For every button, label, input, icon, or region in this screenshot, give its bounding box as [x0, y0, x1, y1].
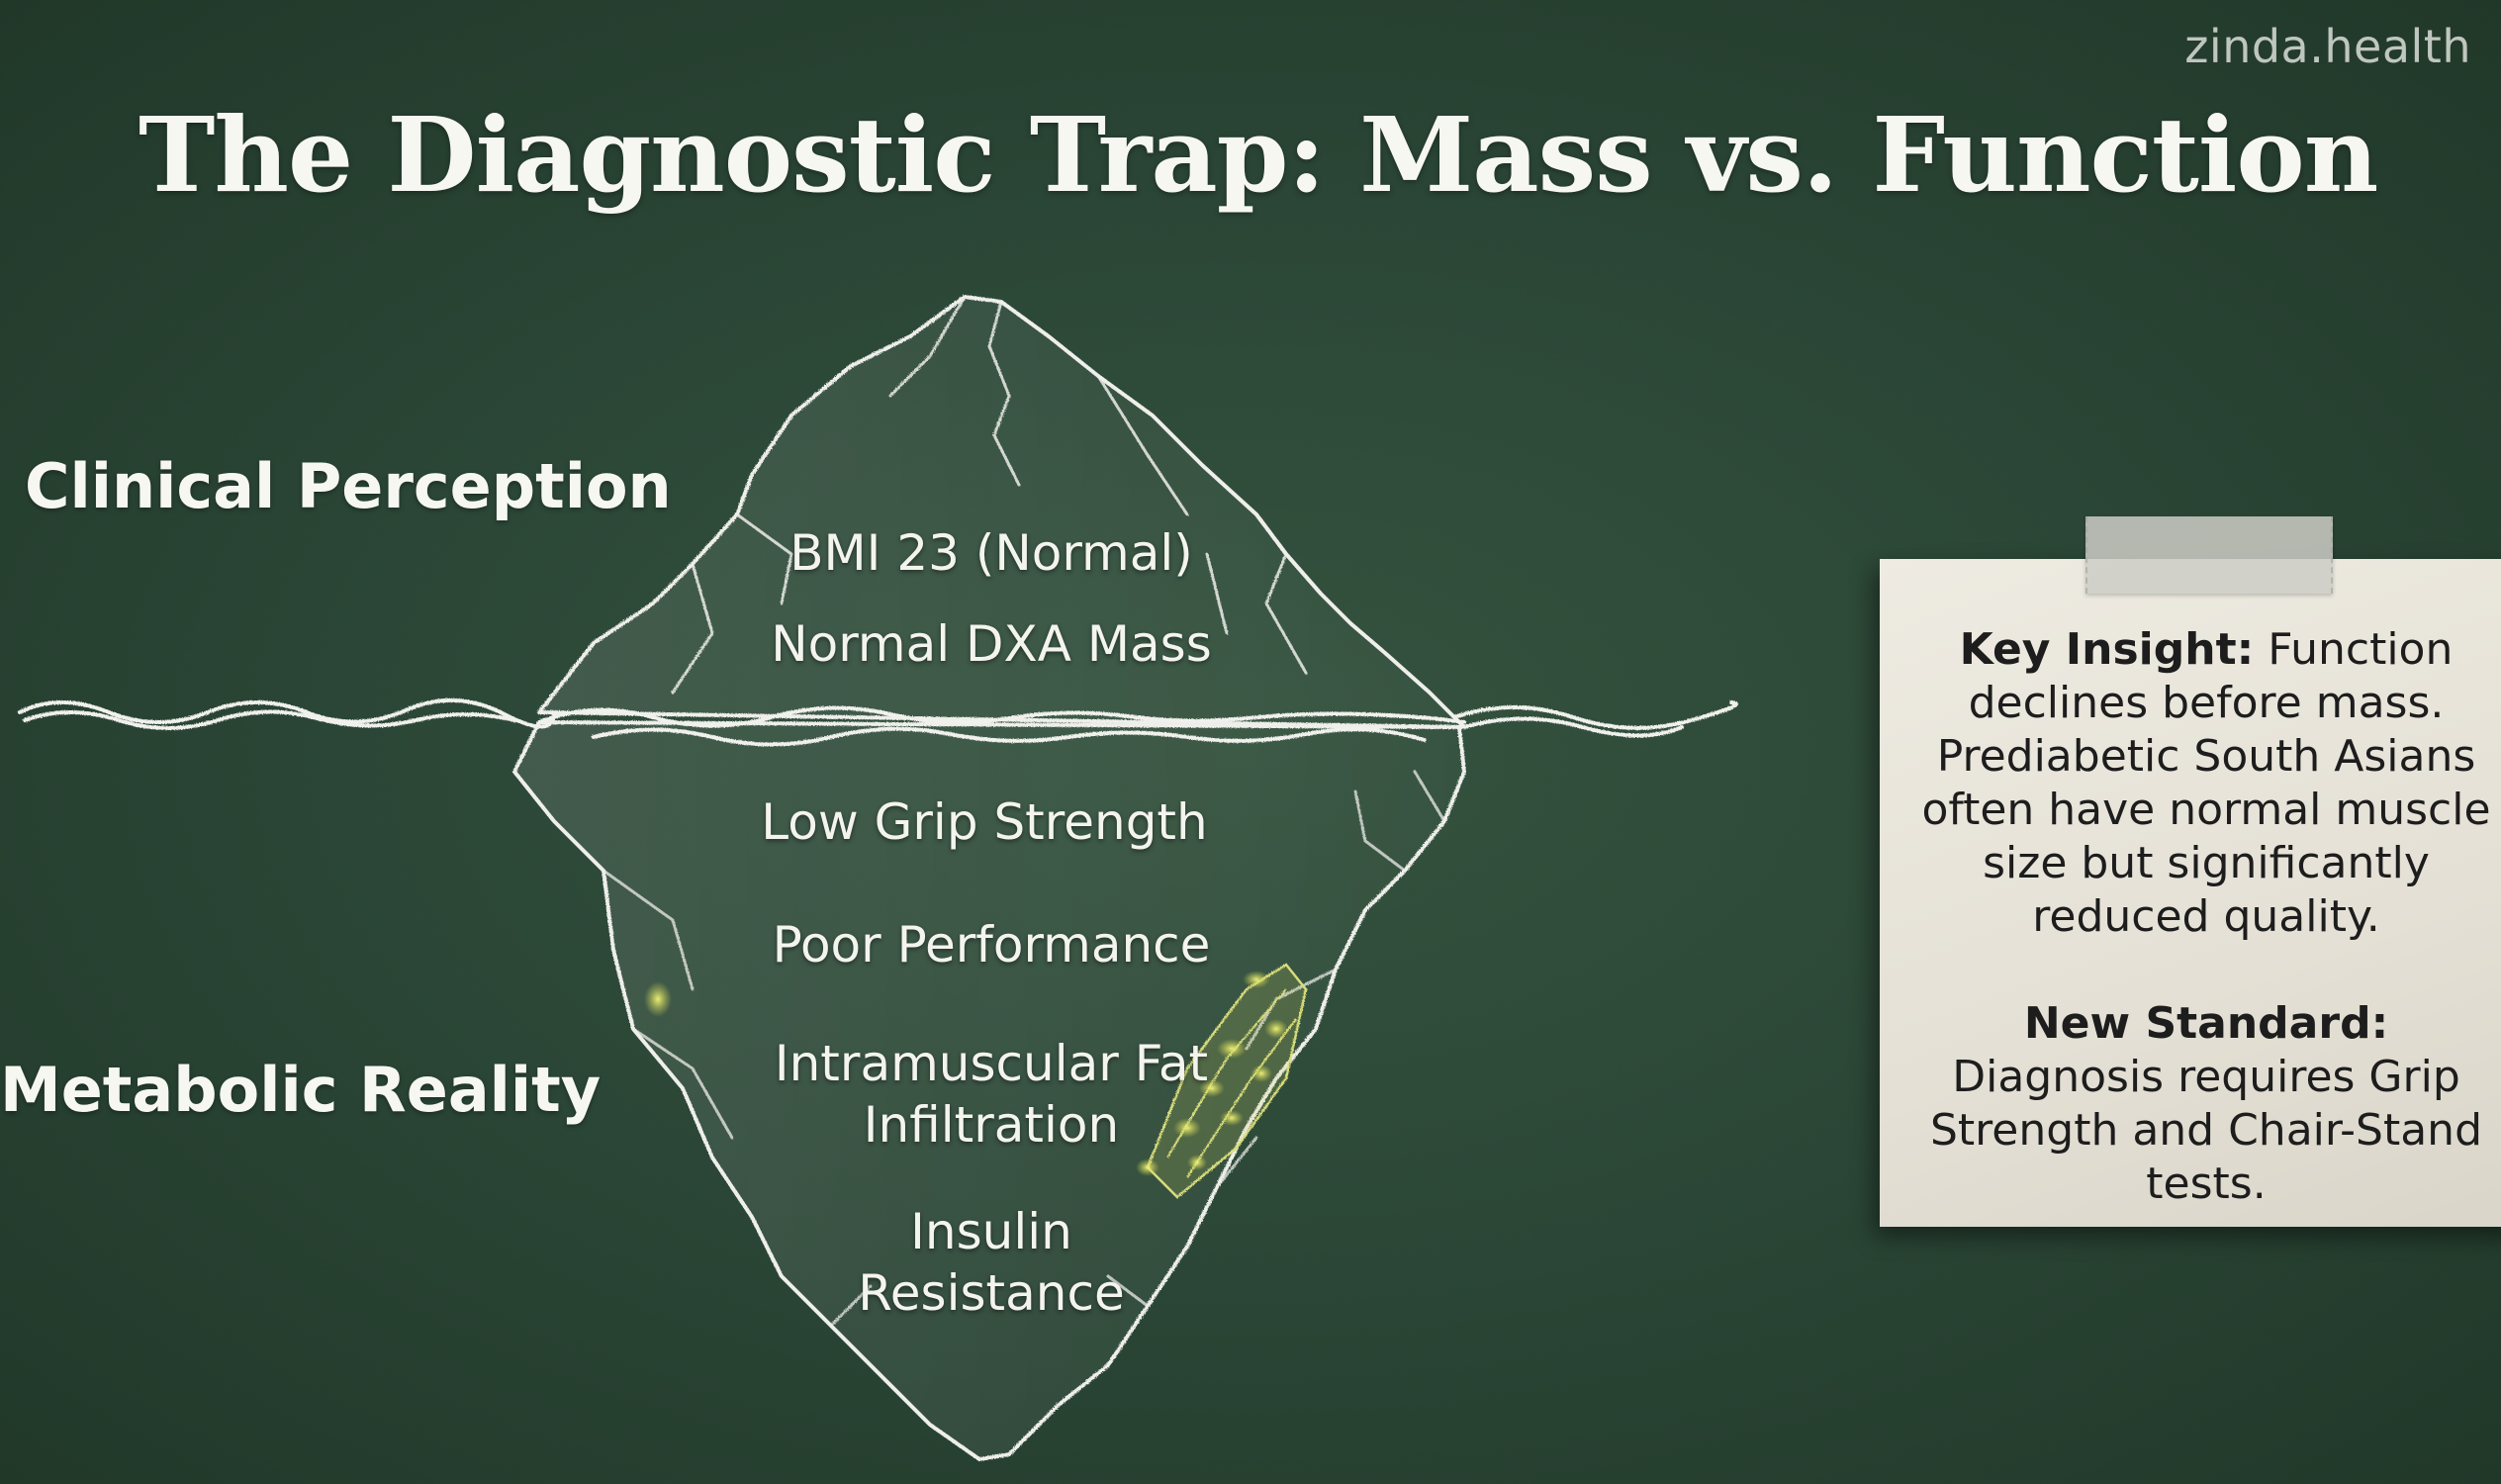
- fat-infiltration-label: Intramuscular Fat Infiltration: [775, 1033, 1208, 1156]
- new-standard-text: Diagnosis requires Grip Strength and Cha…: [1930, 1052, 2482, 1209]
- key-insight-heading: Key Insight:: [1960, 624, 2255, 675]
- insulin-resistance-label: Insulin Resistance: [858, 1201, 1124, 1324]
- fat-infiltration-line-1: Intramuscular Fat: [775, 1033, 1208, 1094]
- dxa-mass-label: Normal DXA Mass: [771, 613, 1212, 675]
- tape-strip: [2085, 516, 2333, 594]
- key-insight-paragraph: Key Insight: Function declines before ma…: [1915, 623, 2497, 944]
- key-insight-note: Key Insight: Function declines before ma…: [1880, 559, 2501, 1227]
- bmi-label: BMI 23 (Normal): [789, 522, 1193, 584]
- grip-strength-label: Low Grip Strength: [761, 791, 1207, 853]
- insulin-resistance-line-1: Insulin: [858, 1201, 1124, 1262]
- fat-infiltration-line-2: Infiltration: [775, 1094, 1208, 1156]
- insulin-resistance-line-2: Resistance: [858, 1262, 1124, 1324]
- new-standard-paragraph: New Standard: Diagnosis requires Grip St…: [1915, 997, 2497, 1211]
- performance-label: Poor Performance: [773, 914, 1211, 975]
- new-standard-heading: New Standard:: [2024, 998, 2388, 1049]
